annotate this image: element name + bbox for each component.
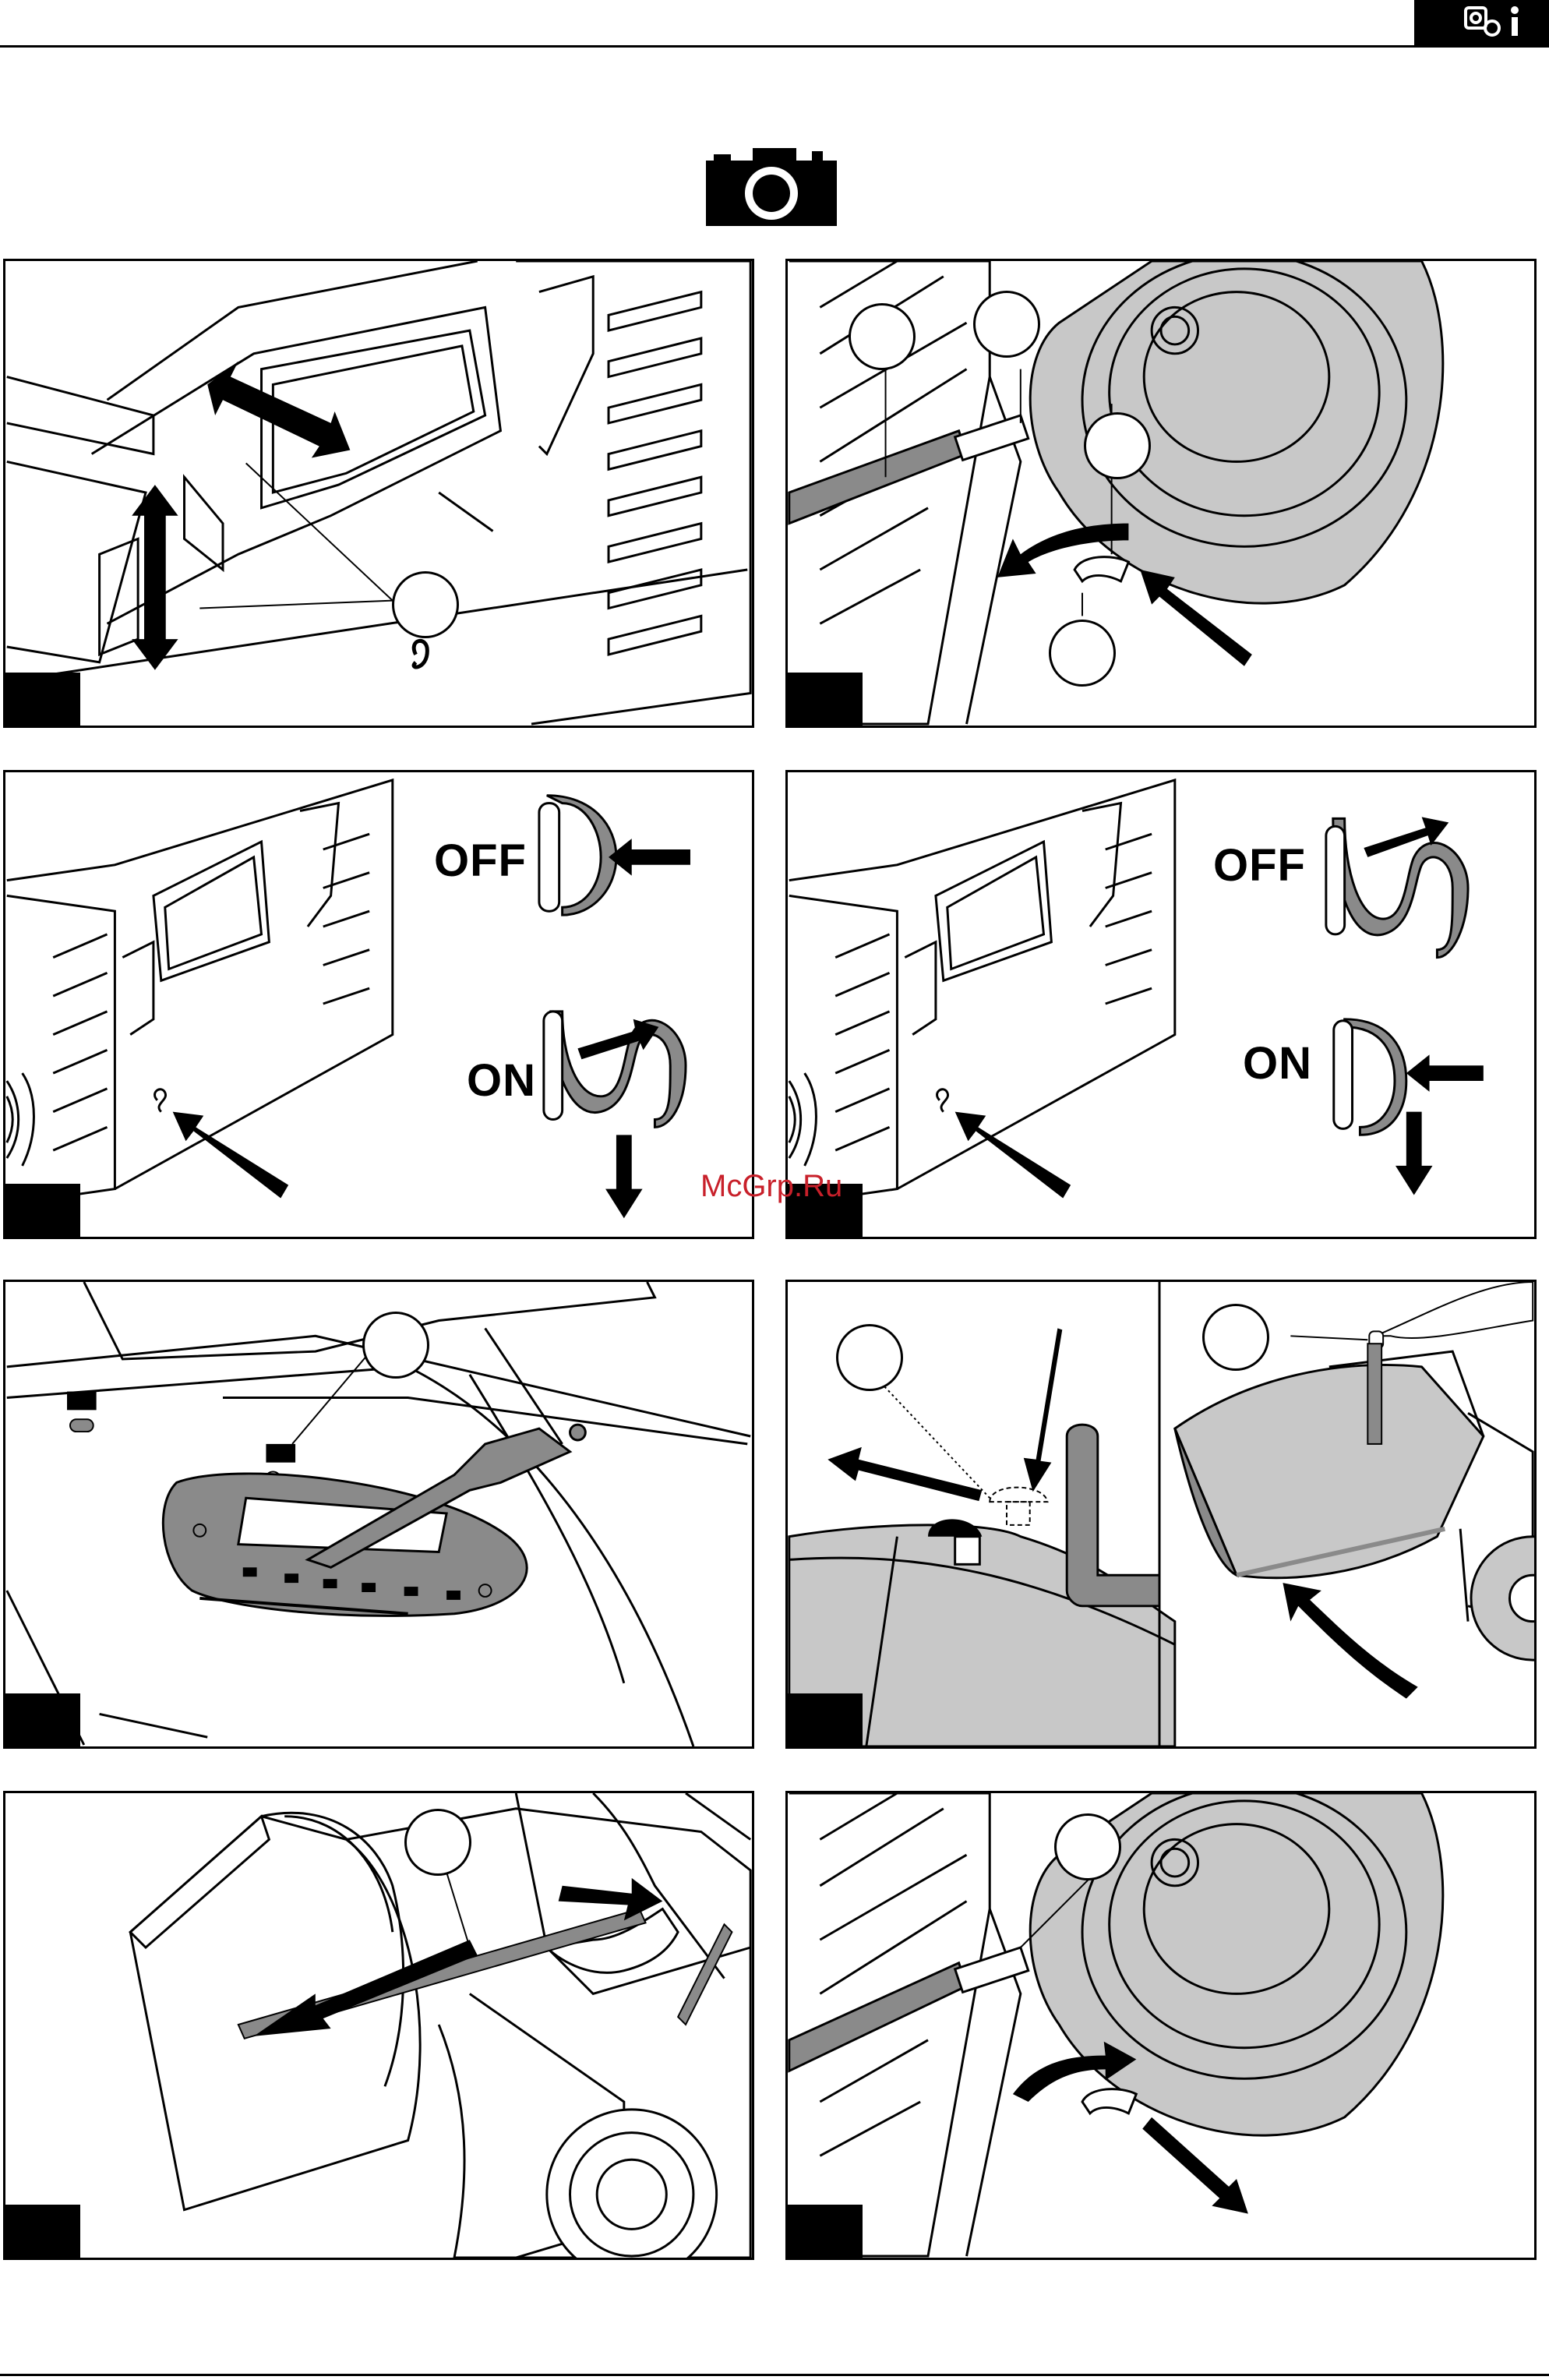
footer-rule: [0, 2374, 1549, 2376]
panel-3-step-tab: [5, 1184, 80, 1237]
panel-4-illustration: [788, 772, 1534, 1237]
panel-1-step-tab: [5, 673, 80, 726]
panel-1-illustration: [5, 261, 752, 726]
panel-7-callout: [404, 1809, 471, 1876]
panel-6-callout-a: [836, 1324, 903, 1391]
camera-icon: [706, 145, 837, 226]
panel-3-off-label: OFF: [434, 835, 527, 887]
panel-7-illustration: [5, 1793, 752, 2258]
header-rule: [0, 45, 1549, 48]
panel-5-lever-switch: [3, 1280, 754, 1749]
panel-4-latch-off-on: OFF ON: [785, 770, 1537, 1239]
panel-8-callout: [1054, 1813, 1121, 1880]
gears-icon: [1466, 8, 1499, 35]
panel-5-step-tab: [5, 1693, 80, 1746]
panel-3-on-label: ON: [467, 1054, 536, 1107]
panel-4-off-label: OFF: [1213, 839, 1306, 892]
panel-8-illustration: [788, 1793, 1534, 2258]
panel-2-callout-a: [849, 303, 916, 370]
panel-5-callout: [362, 1312, 429, 1379]
watermark-text: McGrp.Ru: [700, 1169, 842, 1204]
panel-2-callout-c: [1084, 412, 1151, 479]
header-badge: [1414, 0, 1549, 47]
panel-7-step-tab: [5, 2205, 80, 2258]
panel-6-callout-b: [1202, 1304, 1269, 1371]
info-icon: [1511, 6, 1519, 36]
panel-2-pin-removal: [785, 259, 1537, 728]
panel-1-callout: [392, 571, 459, 638]
panel-4-on-label: ON: [1243, 1037, 1312, 1089]
panel-6-step-tab: [788, 1693, 863, 1746]
panel-6-knob-and-bag: [785, 1280, 1537, 1749]
panel-8-step-tab: [788, 2205, 863, 2258]
panel-2-step-tab: [788, 673, 863, 726]
panel-2-callout-b: [973, 291, 1040, 358]
panel-3-latch-off-on: OFF ON: [3, 770, 754, 1239]
panel-8-pin-reinstall: [785, 1791, 1537, 2260]
panel-3-illustration: [5, 772, 752, 1237]
panel-1-height-adjust: [3, 259, 754, 728]
panel-2-callout-d: [1049, 620, 1116, 687]
panel-7-rod-insertion: [3, 1791, 754, 2260]
